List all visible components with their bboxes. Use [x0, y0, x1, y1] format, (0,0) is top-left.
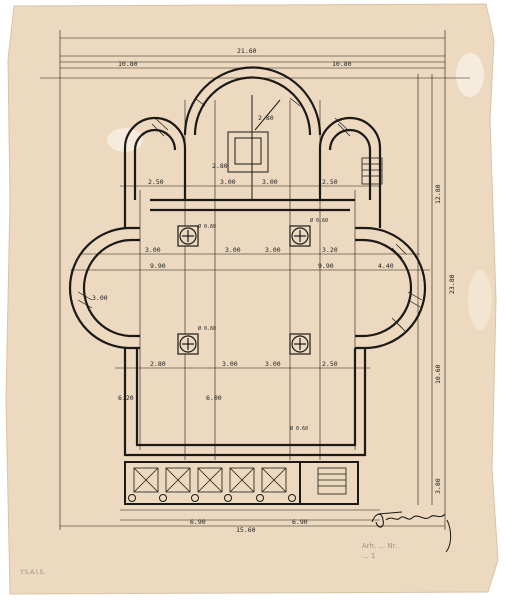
dim-bay-mid-left: 3.00 — [225, 246, 241, 254]
dim-porch-left: 6.90 — [190, 518, 206, 526]
dim-radius-apse: 2.80 — [258, 114, 274, 122]
wall-hatching — [77, 97, 423, 333]
dim-span-right: 9.90 — [318, 262, 334, 270]
dim-lower-mid-left: 3.00 — [222, 360, 238, 368]
dim-depth-upper: 12.80 — [434, 184, 442, 204]
dim-porch-total: 15.60 — [236, 526, 256, 534]
dim-bay-left: 3.00 — [220, 178, 236, 186]
column-top-right — [289, 225, 311, 247]
dim-side-left: 3.00 — [145, 246, 161, 254]
dim-depth-lower: 10.60 — [434, 364, 442, 384]
dim-radius-left: 3.00 — [92, 294, 108, 302]
dim-chapel-right: 2.50 — [322, 178, 338, 186]
dim-bay-right: 3.00 — [262, 178, 278, 186]
paper-stain — [468, 270, 492, 330]
side-stairs — [361, 157, 383, 185]
dim-side-right: 3.20 — [322, 246, 338, 254]
apse-details — [227, 95, 281, 200]
porch — [124, 461, 359, 505]
dim-lower-left: 2.80 — [150, 360, 166, 368]
dim-column-d: Ø 0.60 — [290, 425, 308, 432]
column-bottom-left — [177, 333, 199, 355]
column-top-left — [177, 225, 199, 247]
architect-signature — [371, 511, 446, 528]
pencil-notes: Arh. ... Nr. ... 1 Y.S.A.I.S. — [19, 542, 397, 576]
dim-bay-mid-right: 3.00 — [265, 246, 281, 254]
dim-lower-right: 2.50 — [322, 360, 338, 368]
pencil-note-2: ... 1 — [362, 552, 375, 560]
dim-lower-mid-right: 3.00 — [265, 360, 281, 368]
dim-overall-width: 21.60 — [237, 47, 257, 55]
dim-column-b: Ø 0.60 — [310, 217, 328, 224]
frame-lines — [40, 30, 470, 530]
dim-depth-total: 23.80 — [448, 274, 456, 294]
pencil-note-corner: Y.S.A.I.S. — [19, 569, 45, 576]
dim-chapel-left: 2.50 — [148, 178, 164, 186]
dim-span-left: 9.90 — [150, 262, 166, 270]
dim-aisle-depth: 6.20 — [118, 394, 134, 402]
dim-half-left: 10.80 — [118, 60, 138, 68]
dim-porch-right: 6.90 — [292, 518, 308, 526]
dim-apse-width: 2.80 — [212, 162, 228, 170]
dim-nave-depth: 6.00 — [206, 394, 222, 402]
dim-column-a: Ø 0.60 — [198, 223, 216, 230]
dim-radius-right: 4.40 — [378, 262, 394, 270]
signature-flourish — [445, 519, 452, 553]
column-bottom-right — [289, 333, 311, 355]
columns — [177, 225, 311, 355]
dim-depth-porch: 3.80 — [434, 478, 442, 494]
dim-half-right: 10.80 — [332, 60, 352, 68]
paper-stain — [456, 53, 484, 97]
dim-column-c: Ø 0.60 — [198, 325, 216, 332]
dimension-labels: 21.60 10.80 10.80 2.80 2.80 2.50 3.00 3.… — [92, 47, 456, 534]
pencil-note-1: Arh. ... Nr. — [362, 542, 397, 550]
